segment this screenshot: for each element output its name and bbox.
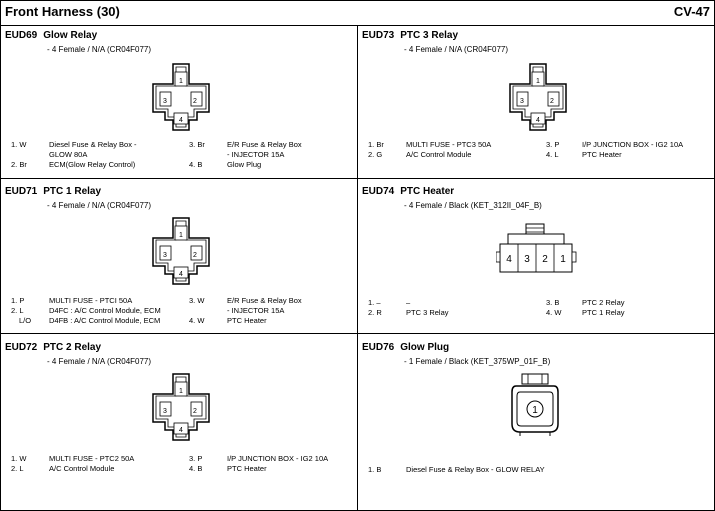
- section-divider: [1, 333, 357, 334]
- pin-label: 4: [179, 271, 183, 278]
- pin-label: 4: [536, 117, 540, 124]
- pin-label: 4: [179, 427, 183, 434]
- relay-connector-icon: 1 2 3 4: [152, 373, 210, 441]
- pin-label: 1: [560, 254, 566, 265]
- section-divider: [358, 178, 714, 179]
- pin-label: 3: [163, 98, 167, 105]
- heater-connector-icon: 4 3 2 1: [496, 223, 577, 273]
- pin-label: 3: [163, 408, 167, 415]
- relay-connector-icon: 1 2 3 4: [509, 63, 567, 131]
- pin-label: 2: [550, 98, 554, 105]
- page-title: Front Harness (30): [5, 4, 120, 19]
- connector-spec: - 1 Female / Black (KET_375WP_01F_B): [404, 357, 551, 366]
- pin-label: 1: [536, 78, 540, 85]
- connector-spec: - 4 Female / N/A (CR04F077): [47, 357, 152, 366]
- pin-label: 4: [179, 117, 183, 124]
- pin-label: 2: [193, 408, 197, 415]
- pin-label: 1: [179, 388, 183, 395]
- section-divider: [358, 333, 714, 334]
- relay-connector-icon: 1 2 3 4: [152, 217, 210, 285]
- connector-spec: - 4 Female / Black (KET_312II_04F_B): [404, 201, 542, 210]
- pin-label: 3: [163, 252, 167, 259]
- relay-connector-icon: 1 2 3 4: [152, 63, 210, 131]
- glow-plug-connector-icon: 1: [511, 373, 559, 436]
- column-divider: [357, 26, 358, 510]
- page-header: Front Harness (30) CV-47: [1, 1, 714, 26]
- pin-label: 1: [179, 232, 183, 239]
- pin-label: 2: [542, 254, 548, 265]
- pin-label: 3: [520, 98, 524, 105]
- pin-label: 3: [524, 254, 530, 265]
- pin-label: 4: [506, 254, 512, 265]
- pin-label: 1: [532, 405, 538, 416]
- page-code: CV-47: [673, 4, 710, 19]
- connector-spec: - 4 Female / N/A (CR04F077): [404, 45, 509, 54]
- section-divider: [1, 178, 357, 179]
- pin-label: 2: [193, 98, 197, 105]
- connector-spec: - 4 Female / N/A (CR04F077): [47, 201, 152, 210]
- pin-label: 2: [193, 252, 197, 259]
- pin-label: 1: [179, 78, 183, 85]
- connector-spec: - 4 Female / N/A (CR04F077): [47, 45, 152, 54]
